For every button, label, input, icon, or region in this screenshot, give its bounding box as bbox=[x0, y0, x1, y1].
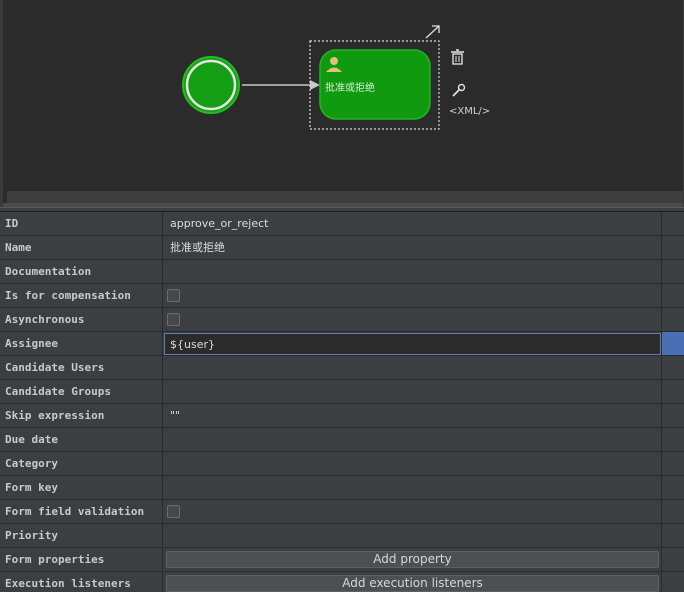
property-extra-cell bbox=[661, 452, 684, 475]
assignee-input[interactable] bbox=[164, 333, 661, 355]
property-label: Candidate Groups bbox=[5, 385, 111, 398]
property-value-cell[interactable]: approve_or_reject bbox=[162, 212, 661, 235]
property-value-cell[interactable] bbox=[162, 332, 661, 355]
form-field-validation-checkbox[interactable] bbox=[167, 505, 180, 518]
property-selection-marker bbox=[661, 332, 684, 355]
property-row-skip-expression: Skip expression "" bbox=[0, 404, 684, 428]
property-row-category: Category bbox=[0, 452, 684, 476]
user-icon bbox=[326, 57, 342, 72]
form-properties-button[interactable]: Add property bbox=[166, 551, 659, 568]
property-row-name: Name 批准或拒绝 bbox=[0, 236, 684, 260]
property-value-cell[interactable]: Add property bbox=[162, 548, 661, 571]
diagram-canvas[interactable]: 批准或拒绝 <XML/> bbox=[0, 0, 684, 207]
canvas-scrollbar[interactable] bbox=[7, 191, 683, 203]
property-label: Asynchronous bbox=[5, 313, 85, 326]
property-value-cell[interactable] bbox=[162, 380, 661, 403]
property-row-form-key: Form key bbox=[0, 476, 684, 500]
property-label: ID bbox=[5, 217, 19, 230]
property-value-cell[interactable] bbox=[162, 476, 661, 499]
resize-arrow-icon[interactable] bbox=[425, 25, 440, 39]
property-extra-cell bbox=[661, 212, 684, 235]
property-extra-cell bbox=[661, 500, 684, 523]
property-value: approve_or_reject bbox=[170, 217, 269, 230]
property-extra-cell bbox=[661, 260, 684, 283]
is-for-compensation-checkbox[interactable] bbox=[167, 289, 180, 302]
property-value-cell[interactable]: 批准或拒绝 bbox=[162, 236, 661, 259]
start-event[interactable] bbox=[182, 56, 240, 114]
property-value-cell[interactable]: Add execution listeners bbox=[162, 572, 661, 592]
property-value-cell[interactable] bbox=[162, 500, 661, 523]
property-row-candidate-groups: Candidate Groups bbox=[0, 380, 684, 404]
property-row-id: ID approve_or_reject bbox=[0, 212, 684, 236]
property-label: Documentation bbox=[5, 265, 92, 278]
property-label: Name bbox=[5, 241, 32, 254]
property-value-cell[interactable] bbox=[162, 260, 661, 283]
property-extra-cell bbox=[661, 404, 684, 427]
property-value-cell[interactable] bbox=[162, 452, 661, 475]
property-value-cell[interactable] bbox=[162, 284, 661, 307]
property-row-form-properties: Form properties Add property bbox=[0, 548, 684, 572]
property-value: 批准或拒绝 bbox=[170, 241, 225, 254]
xml-view-button[interactable]: <XML/> bbox=[449, 106, 491, 117]
property-row-documentation: Documentation bbox=[0, 260, 684, 284]
panel-splitter[interactable] bbox=[0, 207, 684, 212]
property-label: Form properties bbox=[5, 553, 105, 566]
property-label: Candidate Users bbox=[5, 361, 105, 374]
property-label: Priority bbox=[5, 529, 58, 542]
canvas-bottom-border bbox=[3, 203, 683, 207]
property-extra-cell bbox=[661, 356, 684, 379]
property-row-asynchronous: Asynchronous bbox=[0, 308, 684, 332]
selection-box bbox=[309, 40, 440, 130]
property-row-candidate-users: Candidate Users bbox=[0, 356, 684, 380]
property-extra-cell bbox=[661, 476, 684, 499]
property-row-priority: Priority bbox=[0, 524, 684, 548]
property-label: Execution listeners bbox=[5, 577, 131, 590]
property-extra-cell bbox=[661, 284, 684, 307]
property-row-assignee: Assignee bbox=[0, 332, 684, 356]
property-value-cell[interactable]: "" bbox=[162, 404, 661, 427]
property-extra-cell bbox=[661, 572, 684, 592]
property-row-form-field-validation: Form field validation bbox=[0, 500, 684, 524]
property-value: "" bbox=[170, 409, 181, 422]
user-task[interactable] bbox=[319, 49, 431, 120]
property-value-cell[interactable] bbox=[162, 356, 661, 379]
property-extra-cell bbox=[661, 524, 684, 547]
property-extra-cell bbox=[661, 380, 684, 403]
property-label: Assignee bbox=[5, 337, 58, 350]
property-label: Form field validation bbox=[5, 505, 145, 518]
wrench-icon[interactable] bbox=[452, 83, 466, 97]
asynchronous-checkbox[interactable] bbox=[167, 313, 180, 326]
property-value-cell[interactable] bbox=[162, 428, 661, 451]
property-extra-cell bbox=[661, 236, 684, 259]
property-extra-cell bbox=[661, 428, 684, 451]
property-value-cell[interactable] bbox=[162, 308, 661, 331]
property-row-execution-listeners: Execution listeners Add execution listene… bbox=[0, 572, 684, 592]
property-label: Skip expression bbox=[5, 409, 105, 422]
trash-icon[interactable] bbox=[451, 49, 464, 65]
property-row-is-for-compensation: Is for compensation bbox=[0, 284, 684, 308]
execution-listeners-button[interactable]: Add execution listeners bbox=[166, 575, 659, 592]
sequence-flow[interactable] bbox=[242, 80, 320, 90]
property-label: Category bbox=[5, 457, 58, 470]
property-extra-cell bbox=[661, 308, 684, 331]
property-label: Is for compensation bbox=[5, 289, 131, 302]
property-label: Due date bbox=[5, 433, 58, 446]
diagram-svg bbox=[182, 25, 466, 130]
property-label: Form key bbox=[5, 481, 58, 494]
property-row-due-date: Due date bbox=[0, 428, 684, 452]
property-extra-cell bbox=[661, 548, 684, 571]
property-value-cell[interactable] bbox=[162, 524, 661, 547]
